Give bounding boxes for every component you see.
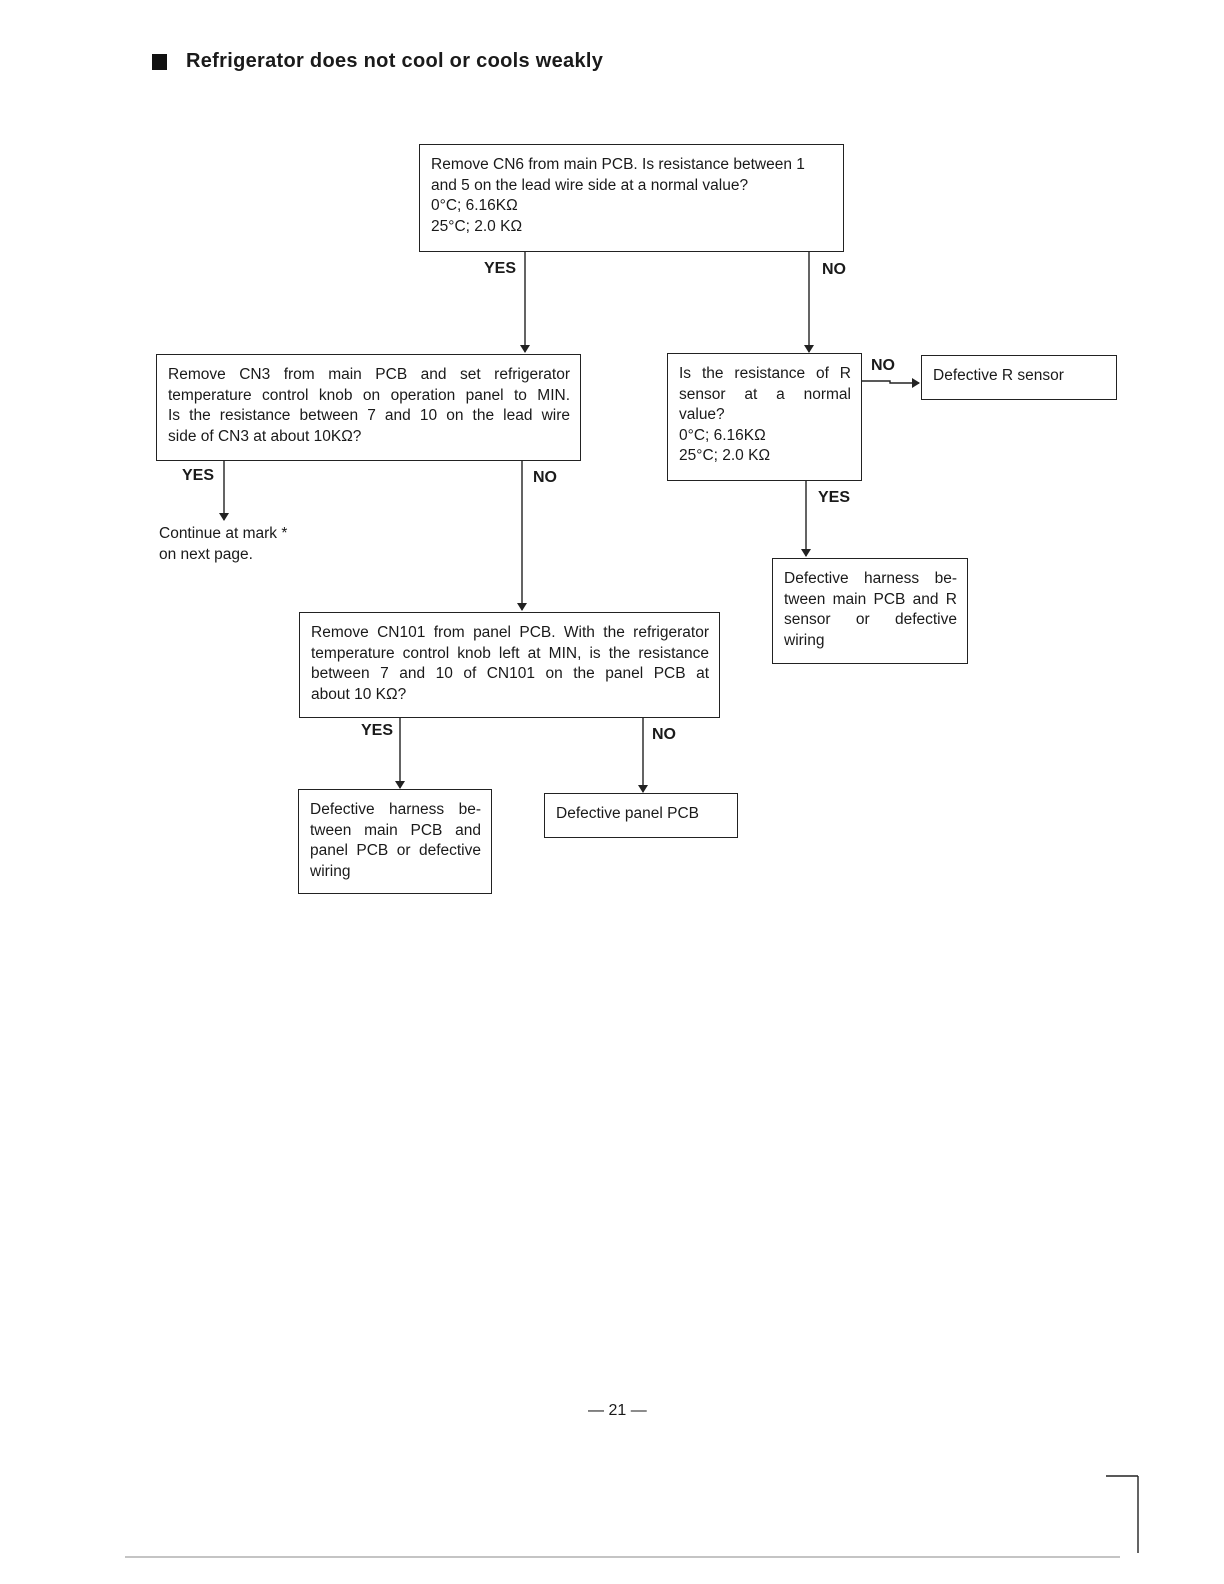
- text-line: side of CN3 at about 10KΩ?: [168, 427, 362, 445]
- result-defective-panel-pcb: Defective panel PCB: [544, 793, 738, 838]
- label-no: NO: [871, 357, 895, 374]
- label-yes: YES: [182, 467, 215, 484]
- text-line: Remove CN101 from panel PCB. With the re…: [311, 624, 709, 641]
- text-line: tween main PCB and R: [784, 590, 957, 608]
- text-line: 0°C; 6.16KΩ: [679, 426, 766, 444]
- text-line: 25°C; 2.0 KΩ: [679, 447, 771, 464]
- text-line: on next page.: [159, 546, 253, 563]
- question-cn6-resistance: Remove CN6 from main PCB. Is resistance …: [419, 144, 844, 252]
- text-line: Remove CN6 from main PCB. Is resistance …: [431, 156, 805, 173]
- text-line: Defective R sensor: [933, 367, 1064, 384]
- label-no: NO: [533, 469, 557, 486]
- text-line: and 5 on the lead wire side at a normal …: [431, 176, 749, 194]
- text-line: Defective panel PCB: [556, 805, 700, 822]
- text-line: between 7 and 10 of CN101 on the panel P…: [311, 665, 709, 682]
- text-line: wiring: [310, 862, 351, 880]
- label-no: NO: [822, 261, 846, 278]
- text-line: sensor at a normal: [679, 385, 851, 403]
- text-line: temperature control knob left at MIN, is…: [311, 644, 709, 662]
- text-line: value?: [679, 406, 725, 423]
- page-title: Refrigerator does not cool or cools weak…: [186, 50, 604, 72]
- square-bullet-icon: [152, 53, 167, 70]
- text-line: Continue at mark *: [159, 525, 288, 542]
- label-yes: YES: [361, 722, 394, 739]
- text-line: about 10 KΩ?: [311, 685, 407, 703]
- label-yes: YES: [484, 260, 517, 277]
- text-line: Defective harness be-: [310, 801, 481, 818]
- text-line: panel PCB or defective: [310, 842, 481, 859]
- arrow-rsensor-no: [862, 378, 920, 388]
- text-line: Is the resistance between 7 and 10 on th…: [168, 407, 570, 424]
- text-line: Remove CN3 from main PCB and set refrige…: [168, 366, 570, 383]
- page-number: — 21 —: [588, 1402, 647, 1419]
- result-harness-main-r-sensor: Defective harness be- tween main PCB and…: [772, 558, 968, 664]
- text-line: tween main PCB and: [310, 821, 481, 839]
- text-line: 0°C; 6.16KΩ: [431, 197, 518, 214]
- text-line: wiring: [784, 631, 825, 649]
- result-defective-r-sensor: Defective R sensor: [921, 355, 1117, 400]
- question-cn101-resistance: Remove CN101 from panel PCB. With the re…: [299, 612, 720, 718]
- label-no: NO: [652, 726, 676, 743]
- question-r-sensor-resistance: Is the resistance of R sensor at a norma…: [667, 353, 862, 481]
- question-cn3-resistance: Remove CN3 from main PCB and set refrige…: [156, 354, 581, 461]
- text-line: Is the resistance of R: [679, 365, 851, 382]
- label-yes: YES: [818, 489, 851, 506]
- text-line: temperature control knob on operation pa…: [168, 386, 570, 404]
- text-line: sensor or defective: [784, 611, 957, 628]
- title-row: Refrigerator does not cool or cools weak…: [152, 50, 603, 73]
- text-line: 25°C; 2.0 KΩ: [431, 217, 523, 235]
- continue-note: Continue at mark * on next page.: [159, 523, 287, 565]
- text-line: Defective harness be-: [784, 570, 957, 587]
- result-harness-main-panel: Defective harness be- tween main PCB and…: [298, 789, 492, 894]
